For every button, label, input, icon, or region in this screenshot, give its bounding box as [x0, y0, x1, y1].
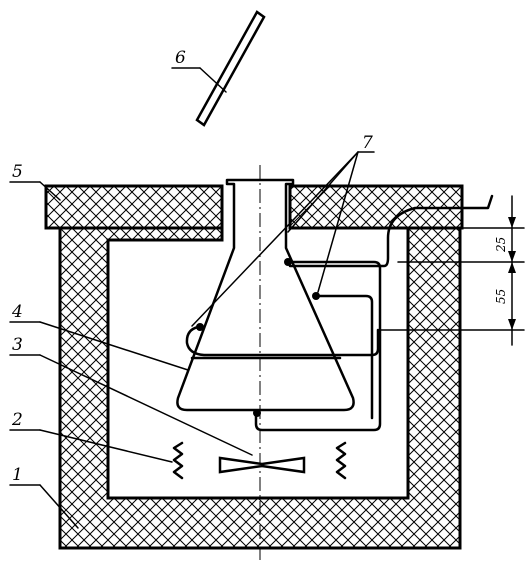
- inner-chamber-outline: [106, 226, 410, 500]
- thermocouple-wires: [185, 194, 494, 432]
- stirrer: [218, 456, 306, 474]
- junction-dot: [284, 258, 292, 266]
- leaders-7: [191, 151, 375, 327]
- label-5: 5: [12, 162, 23, 182]
- label-7: 7: [362, 133, 373, 153]
- label-6: 6: [175, 48, 186, 68]
- junction-dot: [312, 292, 320, 300]
- junction-dot: [196, 323, 204, 331]
- dimension-55: 55: [494, 289, 508, 304]
- rod-6: [195, 10, 266, 127]
- dimension-arrows: [508, 217, 516, 330]
- conical-flask: [176, 178, 355, 412]
- label-4: 4: [11, 302, 23, 322]
- dimension-25: 25: [494, 237, 508, 253]
- lid-left: [44, 184, 224, 230]
- label-leaders: [9, 67, 253, 529]
- label-3: 3: [12, 335, 23, 355]
- label-1: 1: [12, 465, 23, 485]
- label-2: 2: [11, 410, 23, 430]
- heater-right: [335, 441, 347, 480]
- heater-left: [172, 441, 184, 480]
- junction-dot: [253, 409, 261, 417]
